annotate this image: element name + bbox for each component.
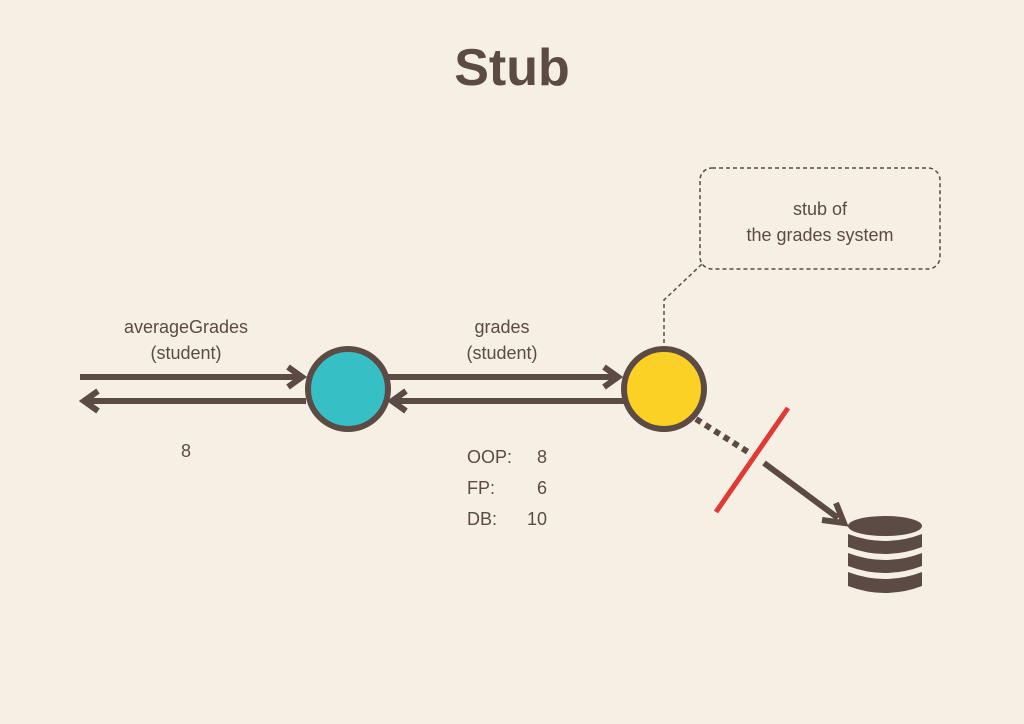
middle-call-name: grades (474, 317, 530, 337)
page-title: Stub (454, 39, 570, 97)
blocked-connection-dotted (694, 416, 750, 455)
left-call-arg: (student) (150, 343, 222, 363)
middle-call-arg: (student) (466, 343, 538, 363)
middle-call-label: grades (student) (442, 314, 562, 366)
callout-line-1: stub of (792, 199, 848, 219)
stub-node (621, 346, 707, 432)
grades-value: 6 (536, 478, 547, 498)
grades-subject: FP: (467, 478, 496, 498)
database-icon (848, 516, 922, 593)
left-call-label: averageGrades (student) (106, 314, 266, 366)
grades-row: OOP: 8 (467, 442, 547, 473)
grades-row: FP: 6 (467, 473, 547, 504)
callout-connector (663, 263, 703, 343)
blocked-slash (713, 406, 791, 514)
middle-request-arrow (388, 364, 624, 390)
callout-box (699, 167, 941, 270)
left-request-arrow (80, 364, 308, 390)
unit-under-test-node (305, 346, 391, 432)
callout-text: stub of the grades system (700, 196, 940, 248)
left-call-result: 8 (180, 441, 191, 461)
middle-response-arrow (386, 388, 624, 414)
grades-subject: DB: (467, 509, 498, 529)
database-arrow (762, 460, 849, 527)
grades-table: OOP: 8 FP: 6 DB: 10 (467, 442, 547, 535)
left-response-arrow (78, 388, 306, 414)
callout-line-2: the grades system (746, 225, 894, 245)
left-call-name: averageGrades (123, 317, 249, 337)
grades-value: 8 (536, 447, 547, 467)
grades-value: 10 (526, 509, 547, 529)
grades-row: DB: 10 (467, 504, 547, 535)
grades-subject: OOP: (467, 447, 513, 467)
